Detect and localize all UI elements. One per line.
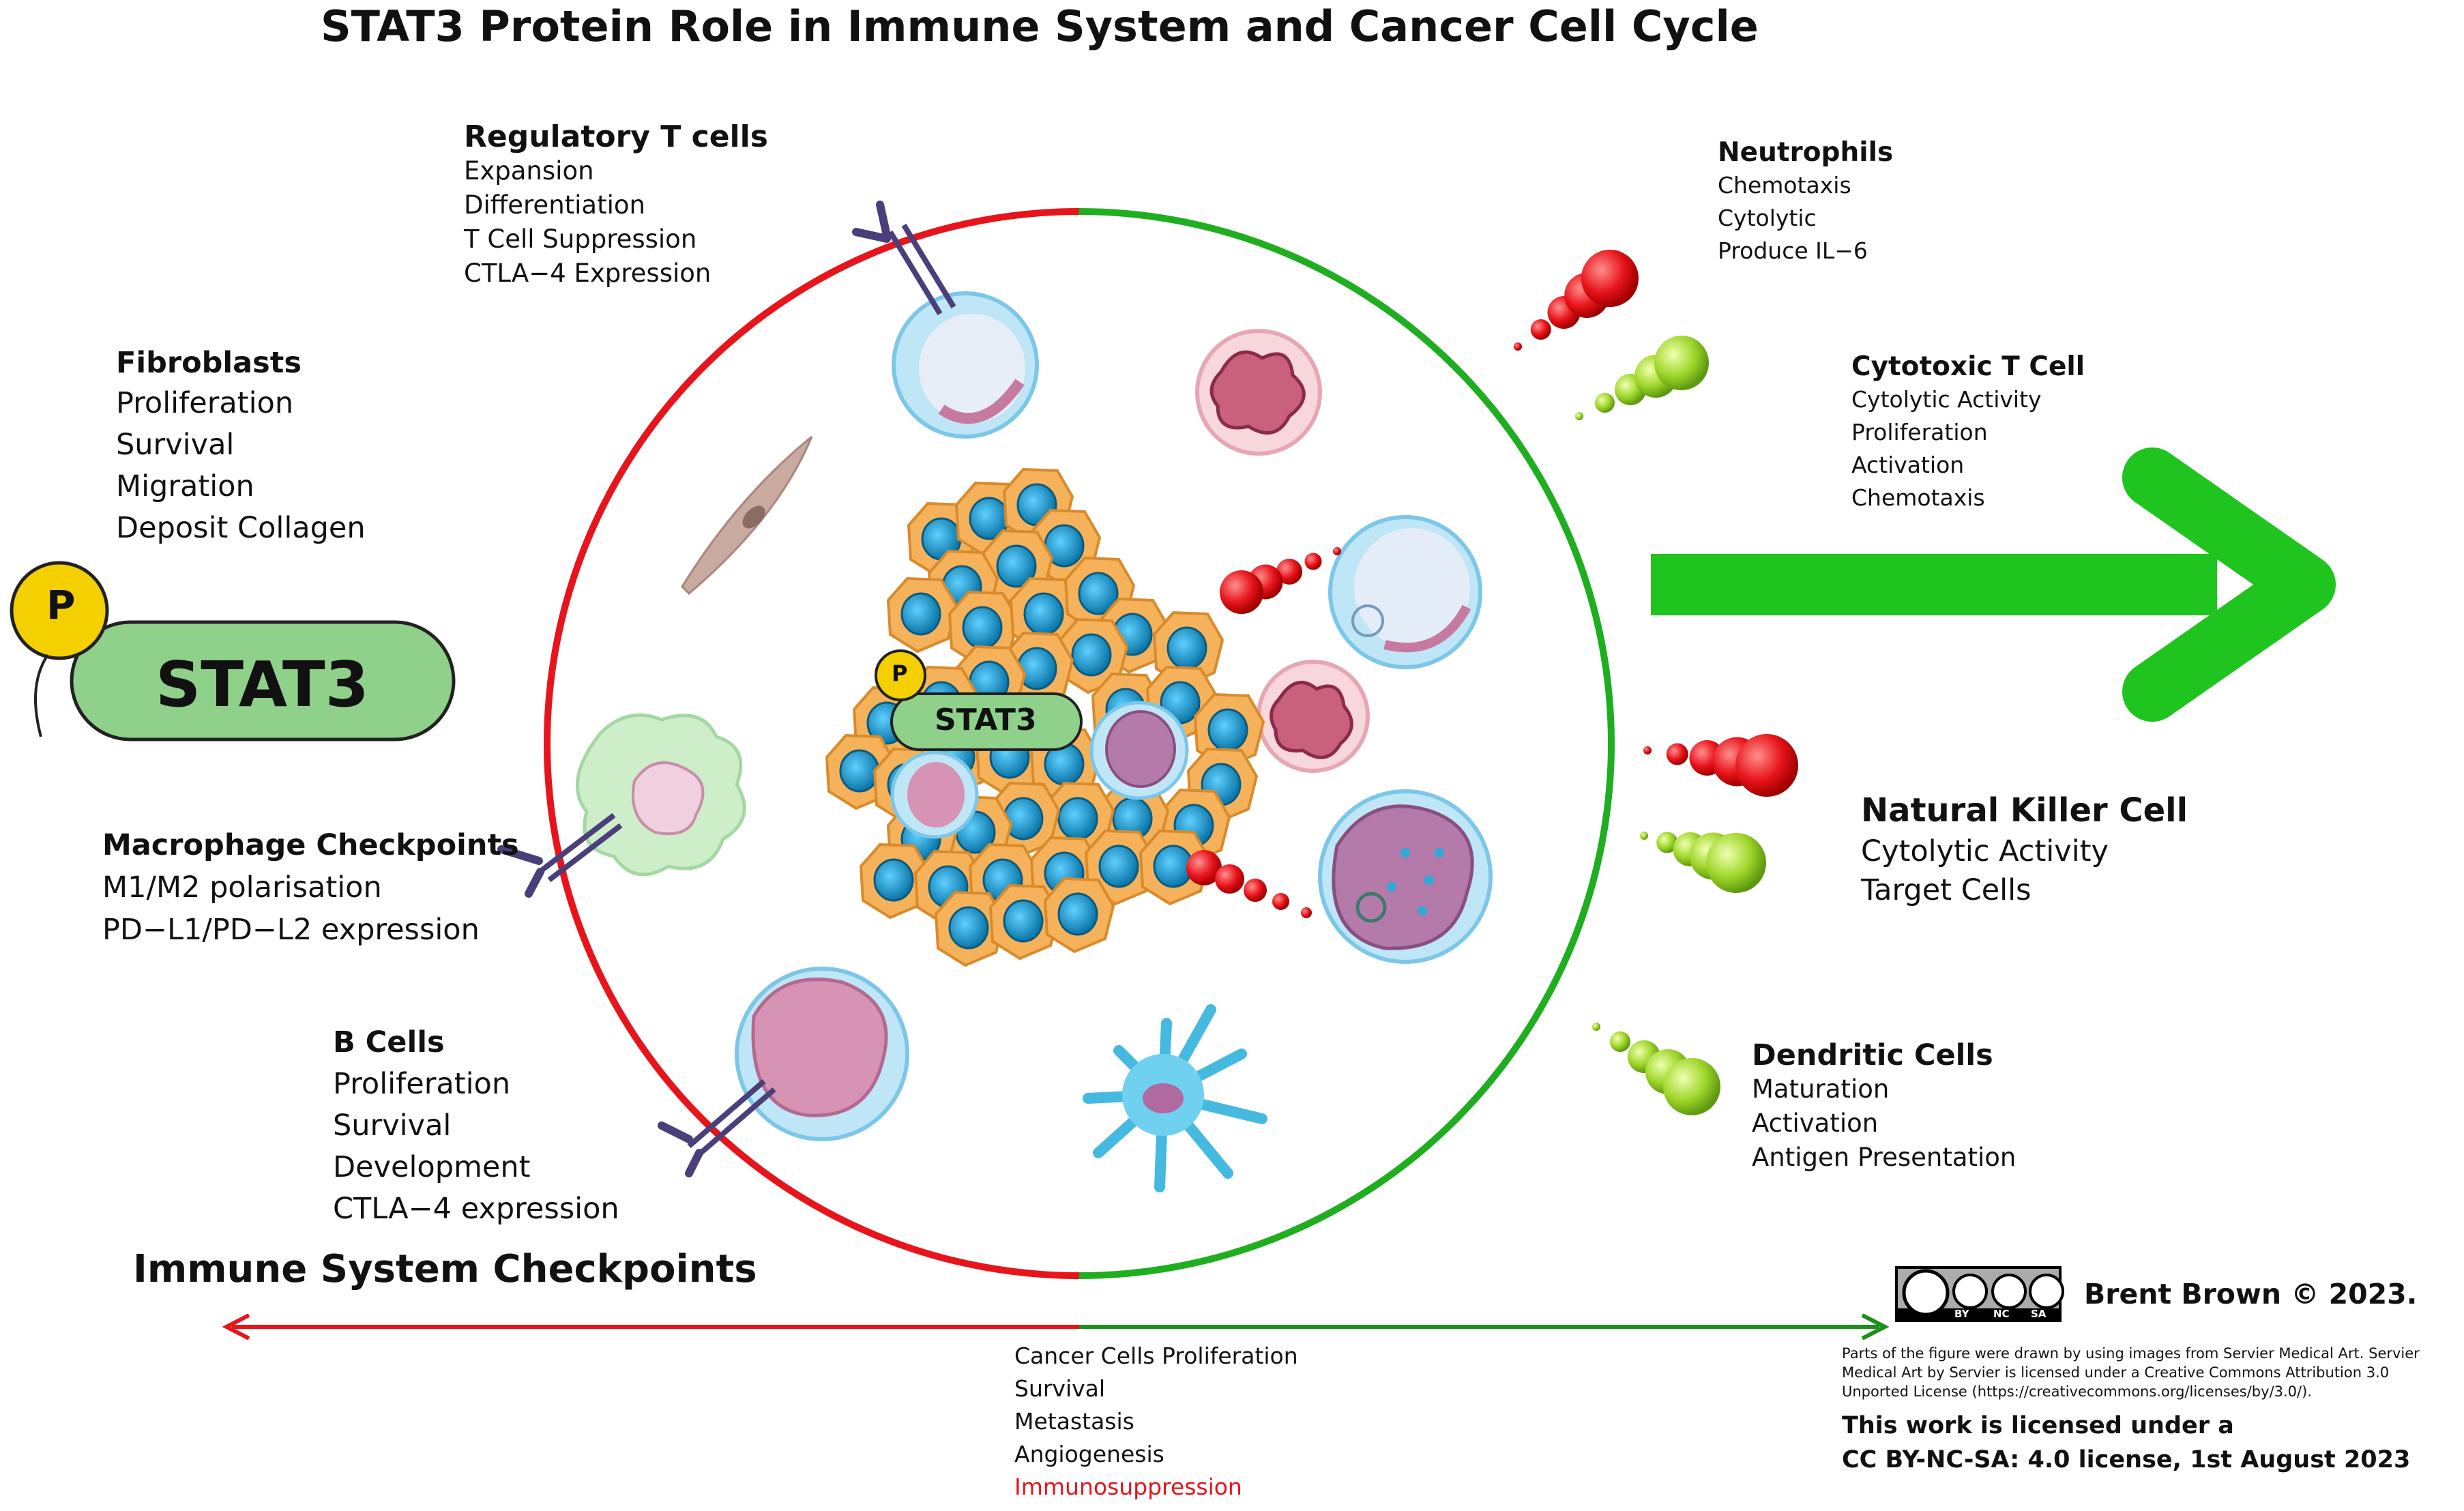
tumor-cell-icon xyxy=(1043,781,1115,858)
list-item: Differentiation xyxy=(464,190,645,220)
list-item: M1/M2 polarisation xyxy=(102,870,382,905)
list-item: Development xyxy=(333,1150,531,1184)
fibroblast-icon xyxy=(681,435,813,596)
list-item: Cancer Cells Proliferation xyxy=(1014,1343,1298,1369)
list-item: Metastasis xyxy=(1014,1408,1134,1435)
servier-attribution: Parts of the figure were drawn by using … xyxy=(1842,1345,2420,1400)
list-item: Chemotaxis xyxy=(1851,484,1985,511)
list-item: Angiogenesis xyxy=(1014,1441,1164,1467)
list-item: Proliferation xyxy=(1851,419,1988,445)
tumor-cell-icon xyxy=(1139,829,1211,906)
tumor-cell-icon xyxy=(859,842,931,920)
dendritic-cell-icon xyxy=(1083,1004,1267,1192)
stat3-center-icon xyxy=(875,649,1083,751)
list-item: T Cell Suppression xyxy=(464,224,697,254)
tumor-cell-icon xyxy=(1057,617,1129,694)
neutrophil-small-icon xyxy=(1257,660,1370,773)
big-green-arrow-icon xyxy=(1651,448,2336,722)
plasma-cell-icon xyxy=(1089,701,1189,800)
license-line-1: This work is licensed under a xyxy=(1842,1412,2234,1439)
regulatory-t-cells-heading: Regulatory T cells xyxy=(464,119,768,154)
fibroblasts-heading: Fibroblasts xyxy=(116,346,302,380)
list-item: Proliferation xyxy=(116,386,294,420)
cytokine-beads-icon xyxy=(1186,250,1798,1115)
list-item: Survival xyxy=(333,1109,452,1143)
natural-killer-cell-block: Natural Killer Cell Cytolytic Activity T… xyxy=(1861,789,2188,910)
axis-green-arrowhead xyxy=(1861,1313,1890,1340)
macrophage-block: Macrophage Checkpoints M1/M2 polarisatio… xyxy=(102,824,519,951)
license-statement: This work is licensed under a CC BY-NC-S… xyxy=(1842,1409,2410,1477)
tumor-cell-icon xyxy=(934,890,1006,967)
stat3-main-label: STAT3 xyxy=(156,648,369,721)
tumor-cluster-icon xyxy=(825,467,1265,967)
cc-badge-sa: SA xyxy=(2031,1308,2047,1320)
immunosuppression-label: Immunosuppression xyxy=(1014,1473,1242,1500)
cc-license-badge-icon xyxy=(1895,1266,2064,1322)
author-credit: Brent Brown © 2023. xyxy=(2084,1278,2418,1310)
immune-checkpoints-heading: Immune System Checkpoints xyxy=(133,1247,757,1291)
list-item: Cytolytic Activity xyxy=(1861,834,2109,868)
cc-badge-nc: NC xyxy=(1993,1308,2010,1320)
list-item: Survival xyxy=(116,428,235,462)
tumor-cell-icon xyxy=(1193,692,1265,769)
list-item: Antigen Presentation xyxy=(1752,1143,2016,1172)
list-item: CTLA−4 Expression xyxy=(464,259,712,288)
list-item: Target Cells xyxy=(1861,873,2032,907)
fibroblasts-block: Fibroblasts Proliferation Survival Migra… xyxy=(116,344,366,549)
macrophage-heading: Macrophage Checkpoints xyxy=(102,828,519,862)
list-item: Cytolytic Activity xyxy=(1851,386,2042,413)
list-item: Cytolytic xyxy=(1718,205,1817,231)
page-title: STAT3 Protein Role in Immune System and … xyxy=(321,1,1759,51)
tumor-cell-icon xyxy=(886,576,958,654)
list-item: Migration xyxy=(116,469,254,503)
regulatory-t-cell-icon xyxy=(852,201,1039,439)
natural-killer-cell-icon xyxy=(1318,789,1493,964)
b-cells-block: B Cells Proliferation Survival Developme… xyxy=(333,1022,619,1230)
macrophage-icon xyxy=(497,713,746,898)
circle-right-green-arc xyxy=(1079,208,1615,1279)
neutrophil-icon xyxy=(1195,329,1322,456)
dendritic-cells-block: Dendritic Cells Maturation Activation An… xyxy=(1752,1038,2016,1175)
list-item: Survival xyxy=(1014,1375,1106,1402)
cytotoxic-t-cell-icon xyxy=(1328,515,1482,669)
cc-badge-by: BY xyxy=(1954,1308,1969,1320)
list-item: Deposit Collagen xyxy=(116,511,366,545)
b-cell-small-icon xyxy=(890,750,979,839)
cytotoxic-t-cell-heading: Cytotoxic T Cell xyxy=(1851,351,2085,382)
cytotoxic-t-cell-block: Cytotoxic T Cell Cytolytic Activity Prol… xyxy=(1851,351,2085,514)
b-cell-icon xyxy=(658,967,909,1177)
cancer-cells-block: Cancer Cells Proliferation Survival Meta… xyxy=(1014,1340,1298,1503)
license-line-2: CC BY-NC-SA: 4.0 license, 1st August 202… xyxy=(1842,1446,2411,1473)
list-item: Produce IL−6 xyxy=(1718,237,1868,264)
list-item: Activation xyxy=(1851,452,1965,478)
stat3-main-icon xyxy=(10,561,456,742)
neutrophils-heading: Neutrophils xyxy=(1718,137,1894,168)
list-item: Maturation xyxy=(1752,1074,1890,1104)
b-cells-heading: B Cells xyxy=(333,1025,445,1059)
stat3-main-phospho-label: P xyxy=(46,582,76,628)
circle-left-red-arc xyxy=(544,208,1080,1279)
neutrophils-block: Neutrophils Chemotaxis Cytolytic Produce… xyxy=(1718,136,1893,267)
list-item: Proliferation xyxy=(333,1067,511,1101)
natural-killer-cell-heading: Natural Killer Cell xyxy=(1861,791,2188,830)
list-item: Activation xyxy=(1752,1109,1879,1138)
regulatory-t-cells-block: Regulatory T cells Expansion Differentia… xyxy=(464,120,768,291)
list-item: PD−L1/PD−L2 expression xyxy=(102,913,480,947)
dendritic-cells-heading: Dendritic Cells xyxy=(1752,1038,1993,1072)
tumor-cell-icon xyxy=(1043,877,1115,954)
list-item: CTLA−4 expression xyxy=(333,1192,619,1226)
list-item: Chemotaxis xyxy=(1718,172,1851,199)
stat3-center-label: STAT3 xyxy=(935,703,1037,737)
stat3-center-phospho-label: P xyxy=(892,660,908,686)
list-item: Expansion xyxy=(464,156,594,186)
axis-red-arrowhead xyxy=(222,1313,250,1340)
